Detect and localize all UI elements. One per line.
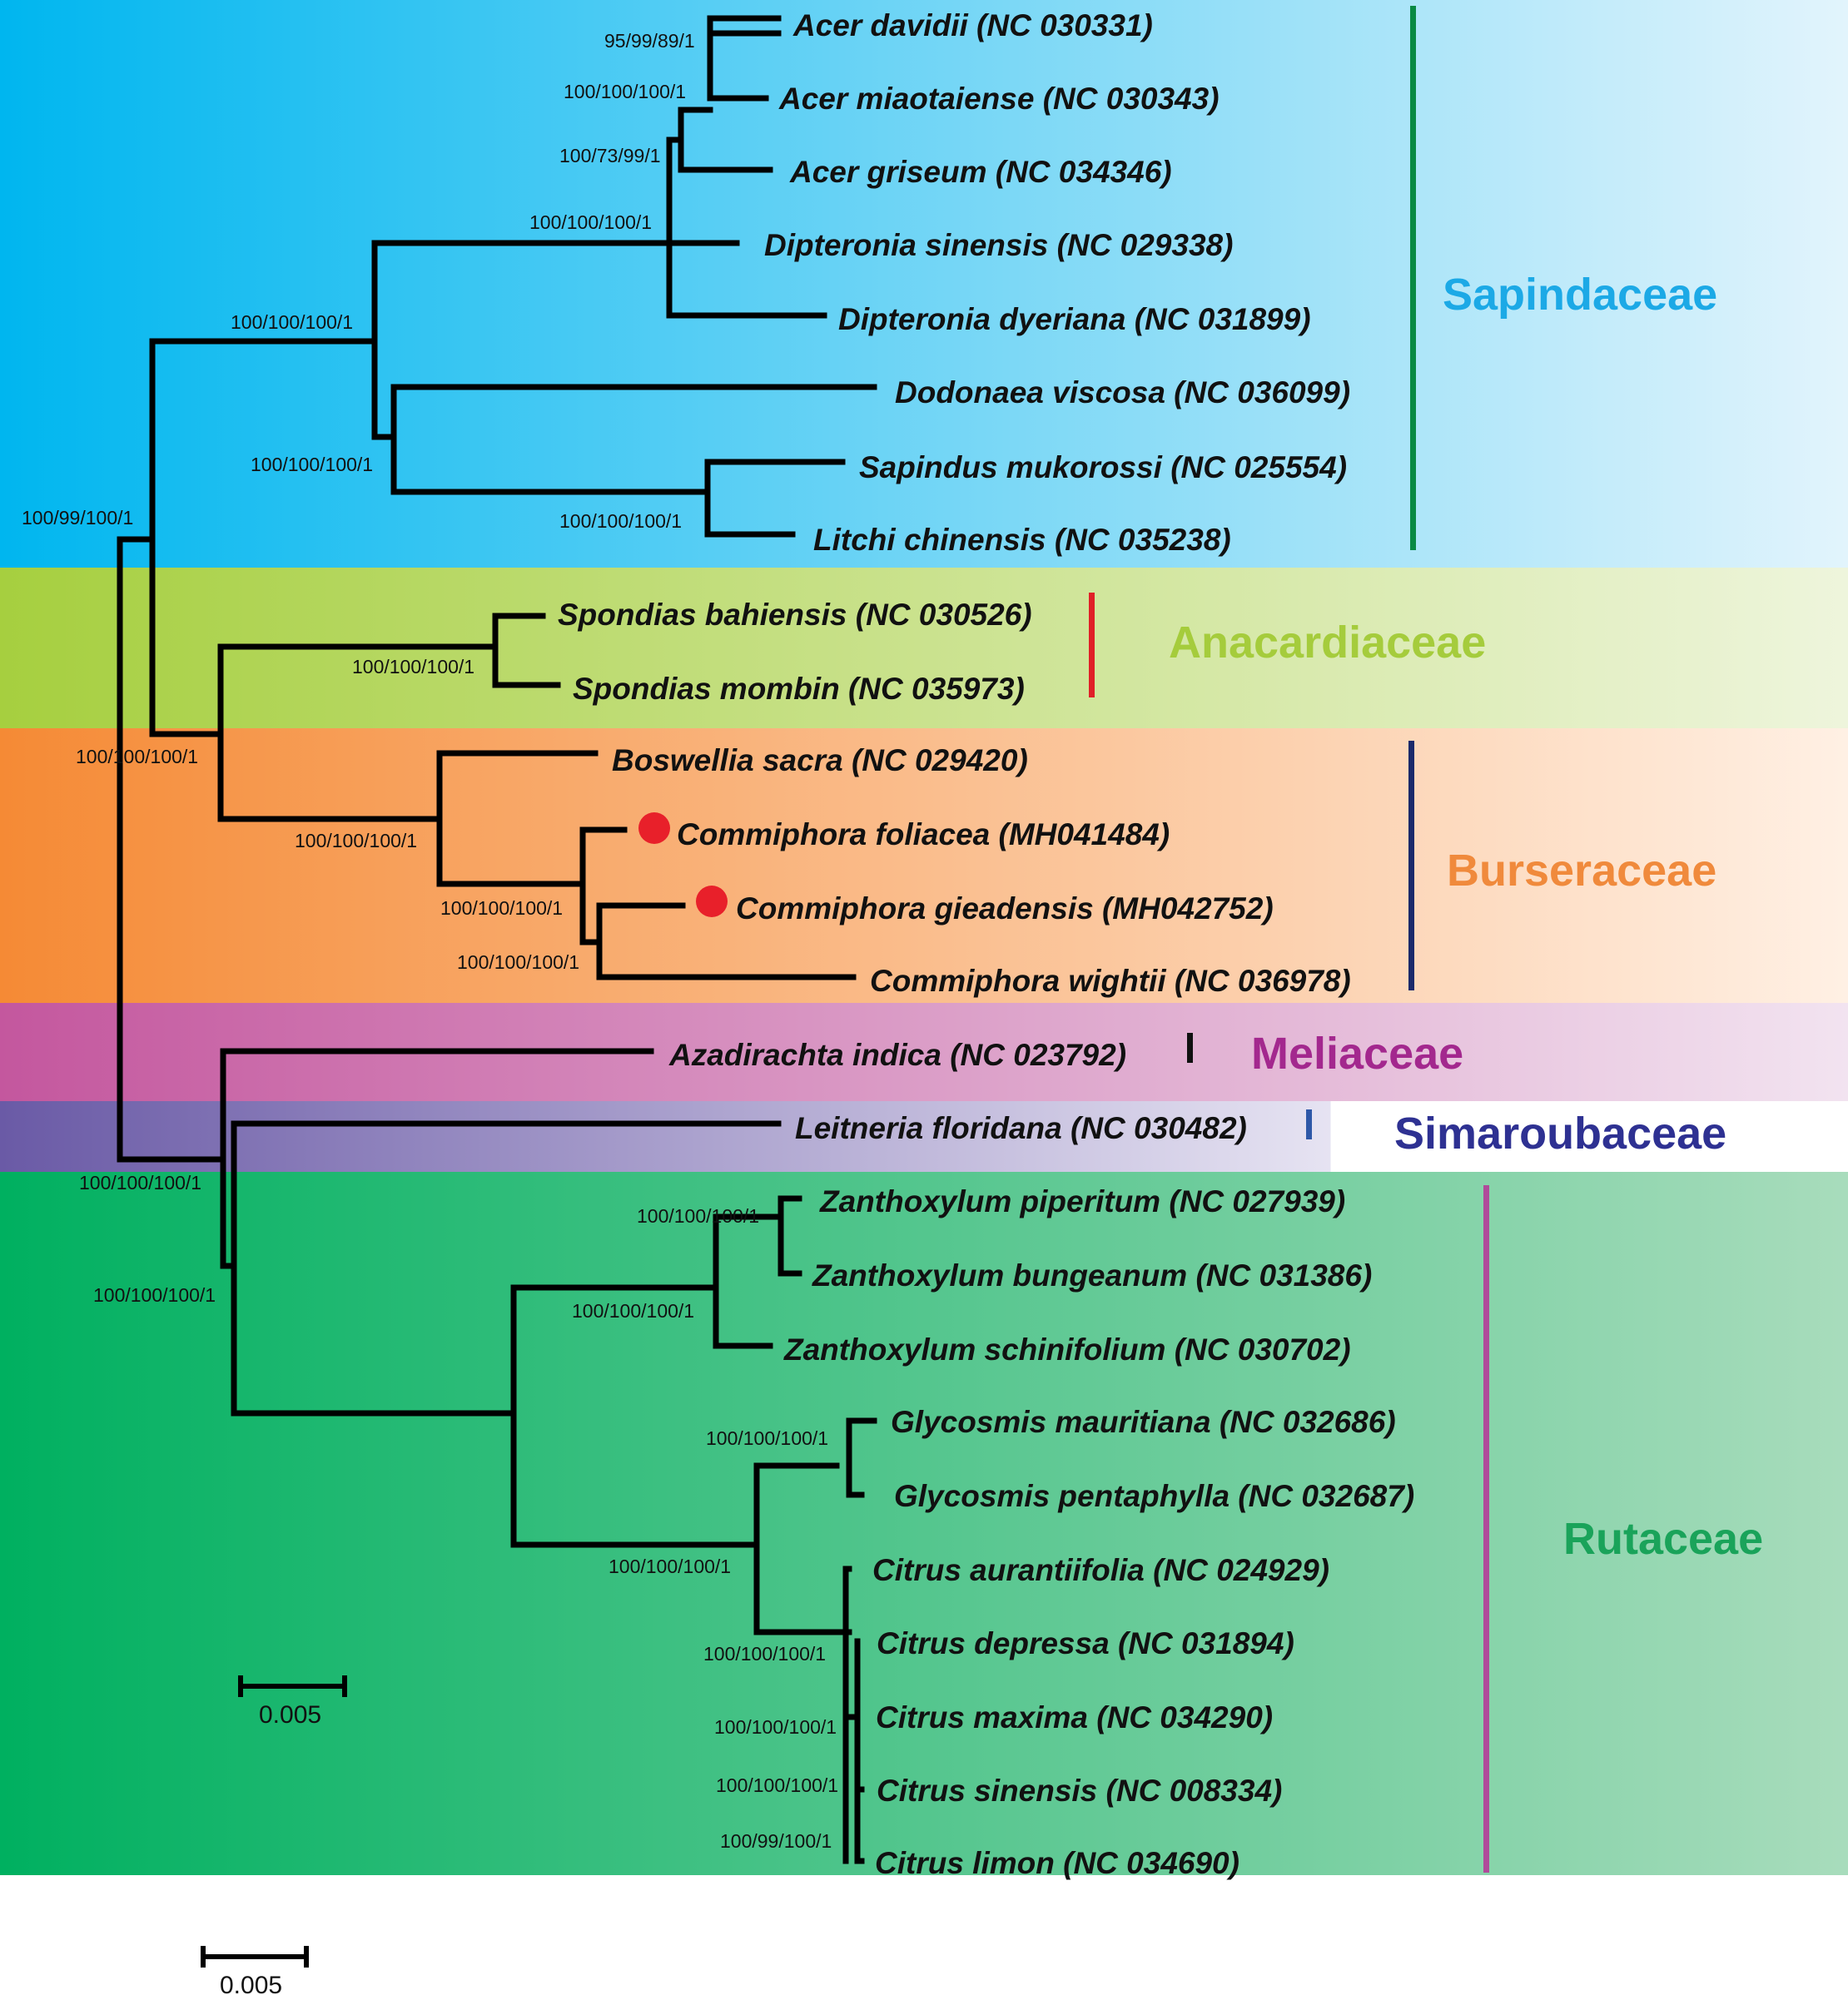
taxon-label: Sapindus mukorossi (NC 025554) bbox=[859, 450, 1347, 484]
sapindaceae-band bbox=[0, 0, 1848, 568]
support-value: 100/100/100/1 bbox=[457, 951, 579, 973]
taxon-label: Citrus aurantiifolia (NC 024929) bbox=[872, 1553, 1329, 1587]
rutaceae-bar bbox=[1483, 1185, 1489, 1873]
tree-branches bbox=[117, 15, 877, 1864]
scale-bar: 0.005 bbox=[201, 1946, 309, 1995]
anacardiaceae-bar bbox=[1089, 593, 1095, 697]
simaroubaceae-bar bbox=[1306, 1109, 1312, 1139]
taxon-label: Citrus sinensis (NC 008334) bbox=[877, 1774, 1282, 1808]
family-label-anacardiaceae: Anacardiaceae bbox=[1169, 618, 1486, 667]
taxon-label: Leitneria floridana (NC 030482) bbox=[795, 1111, 1247, 1145]
taxon-label: Spondias bahiensis (NC 030526) bbox=[558, 598, 1032, 632]
support-value: 100/100/100/1 bbox=[529, 211, 652, 233]
support-value: 100/100/100/1 bbox=[703, 1643, 826, 1665]
taxon-label: Commiphora wightii (NC 036978) bbox=[870, 964, 1351, 998]
simaroubaceae-band bbox=[0, 1101, 1848, 1172]
support-value: 100/100/100/1 bbox=[706, 1427, 828, 1449]
burseraceae-band bbox=[0, 728, 1848, 1003]
new-sequence-marker bbox=[638, 812, 670, 844]
support-value: 100/100/100/1 bbox=[295, 830, 417, 851]
support-value: 100/100/100/1 bbox=[609, 1556, 731, 1577]
taxon-label: Acer griseum (NC 034346) bbox=[789, 155, 1172, 189]
taxon-label: Commiphora foliacea (MH041484) bbox=[677, 817, 1170, 851]
support-value: 100/100/100/1 bbox=[572, 1300, 694, 1322]
support-value: 100/100/100/1 bbox=[559, 510, 682, 532]
scale-bar-label: 0.005 bbox=[259, 1701, 321, 1729]
support-value: 100/100/100/1 bbox=[714, 1716, 837, 1738]
family-label-meliaceae: Meliaceae bbox=[1251, 1029, 1463, 1079]
taxon-label: Boswellia sacra (NC 029420) bbox=[612, 743, 1028, 777]
support-value: 100/100/100/1 bbox=[637, 1205, 759, 1227]
support-value: 100/99/100/1 bbox=[720, 1830, 832, 1852]
taxon-label: Zanthoxylum schinifolium (NC 030702) bbox=[783, 1332, 1351, 1367]
support-value: 100/100/100/1 bbox=[231, 311, 353, 333]
taxon-label: Commiphora gieadensis (MH042752) bbox=[736, 891, 1274, 926]
taxon-label: Citrus limon (NC 034690) bbox=[875, 1846, 1239, 1880]
taxon-label: Azadirachta indica (NC 023792) bbox=[668, 1038, 1126, 1072]
taxon-label: Dipteronia dyeriana (NC 031899) bbox=[838, 302, 1311, 336]
support-value: 95/99/89/1 bbox=[604, 30, 695, 52]
support-value: 100/73/99/1 bbox=[559, 145, 661, 166]
family-label-rutaceae: Rutaceae bbox=[1563, 1514, 1763, 1564]
taxon-label: Acer miaotaiense (NC 030343) bbox=[778, 82, 1220, 116]
sapindaceae-bar bbox=[1410, 6, 1416, 550]
scale-bar: 0.005 bbox=[238, 1675, 347, 1729]
family-label-sapindaceae: Sapindaceae bbox=[1443, 270, 1717, 320]
taxon-label: Citrus maxima (NC 034290) bbox=[876, 1700, 1273, 1734]
family-label-burseraceae: Burseraceae bbox=[1447, 846, 1716, 896]
taxon-label: Acer davidii (NC 030331) bbox=[792, 8, 1153, 42]
taxon-label: Glycosmis pentaphylla (NC 032687) bbox=[894, 1479, 1414, 1513]
taxon-label: Citrus depressa (NC 031894) bbox=[877, 1626, 1294, 1660]
taxon-label: Zanthoxylum piperitum (NC 027939) bbox=[819, 1184, 1345, 1218]
support-value: 100/100/100/1 bbox=[79, 1172, 201, 1194]
support-value: 100/100/100/1 bbox=[251, 454, 373, 475]
taxon-label: Litchi chinensis (NC 035238) bbox=[813, 523, 1231, 557]
support-value: 100/100/100/1 bbox=[352, 656, 474, 677]
taxon-label: Dipteronia sinensis (NC 029338) bbox=[764, 228, 1233, 262]
support-value: 100/99/100/1 bbox=[22, 507, 133, 529]
support-values: 95/99/89/1 100/100/100/1 100/73/99/1 100… bbox=[22, 30, 838, 1852]
support-value: 100/100/100/1 bbox=[716, 1774, 838, 1796]
taxon-label: Glycosmis mauritiana (NC 032686) bbox=[891, 1405, 1396, 1439]
scale-bar-label: 0.005 bbox=[220, 1972, 282, 1995]
family-label-simaroubaceae: Simaroubaceae bbox=[1394, 1109, 1726, 1159]
new-sequence-marker bbox=[696, 886, 728, 917]
taxon-label: Zanthoxylum bungeanum (NC 031386) bbox=[812, 1258, 1372, 1293]
taxon-labels: Acer davidii (NC 030331) Acer miaotaiens… bbox=[558, 8, 1414, 1880]
burseraceae-bar bbox=[1408, 741, 1414, 990]
rutaceae-band bbox=[0, 1172, 1848, 1875]
taxon-label: Spondias mombin (NC 035973) bbox=[573, 672, 1025, 706]
support-value: 100/100/100/1 bbox=[76, 746, 198, 767]
meliaceae-bar bbox=[1187, 1033, 1193, 1063]
support-value: 100/100/100/1 bbox=[440, 897, 563, 919]
support-value: 100/100/100/1 bbox=[564, 81, 686, 102]
taxon-label: Dodonaea viscosa (NC 036099) bbox=[895, 375, 1350, 409]
support-value: 100/100/100/1 bbox=[93, 1284, 216, 1306]
